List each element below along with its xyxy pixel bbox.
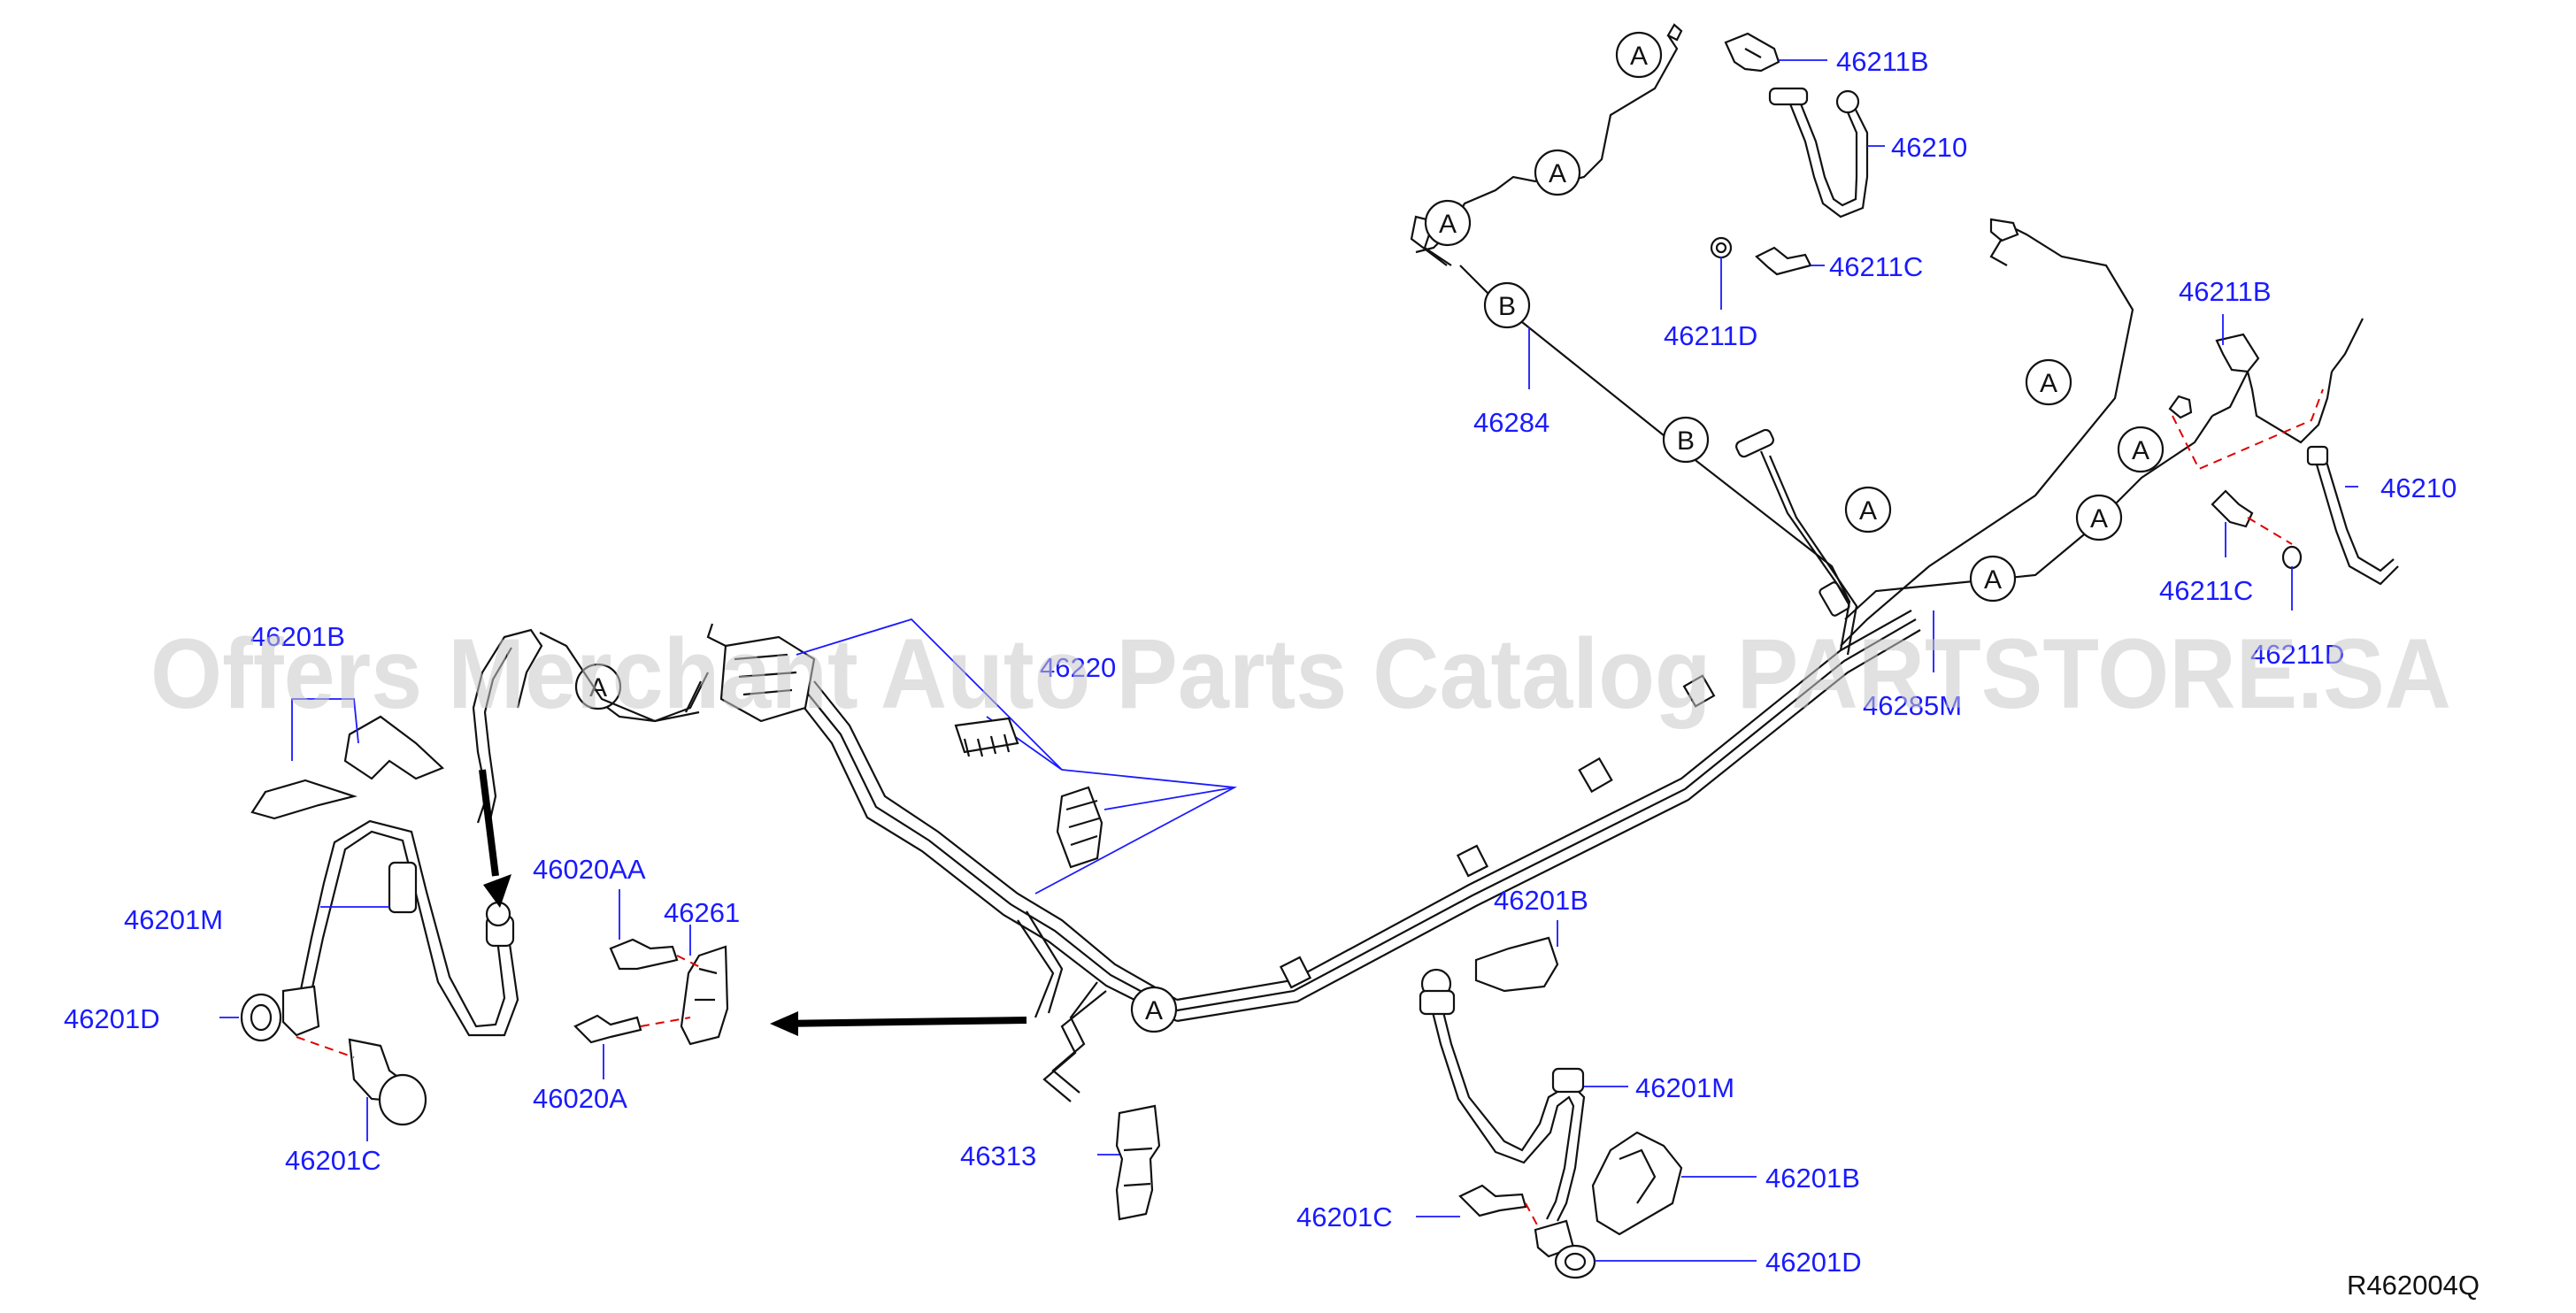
label-46201c-left: 46201C	[285, 1145, 381, 1176]
svg-text:A: A	[1549, 159, 1566, 188]
label-46211c-top: 46211C	[1829, 251, 1923, 282]
label-46211b-top: 46211B	[1836, 46, 1929, 77]
callout-a-2: A	[1534, 149, 1581, 196]
label-46211c-right: 46211C	[2159, 575, 2253, 606]
label-46201m-right: 46201M	[1635, 1072, 1734, 1103]
callout-b-2: B	[1662, 416, 1710, 464]
leader-lines	[219, 59, 2358, 1262]
label-46220: 46220	[1040, 652, 1116, 683]
callout-a-1: A	[1615, 31, 1663, 79]
label-46285m: 46285M	[1863, 690, 1962, 721]
callout-a-4: A	[2025, 358, 2072, 406]
part-labels: 46211B 46210 46211C 46211D 46284 46211B …	[64, 46, 2480, 1301]
callout-a-9: A	[1130, 986, 1178, 1033]
callout-a-8: A	[1969, 555, 2017, 603]
label-46020a: 46020A	[533, 1083, 627, 1114]
label-46201b-left: 46201B	[250, 621, 345, 652]
label-46284: 46284	[1473, 407, 1549, 438]
svg-text:A: A	[1439, 210, 1457, 239]
callout-a-6: A	[2117, 426, 2165, 473]
bracket-group	[573, 938, 729, 1046]
svg-text:A: A	[2090, 504, 2108, 534]
abs-group	[796, 618, 1238, 895]
label-46261: 46261	[664, 897, 740, 928]
svg-text:A: A	[1859, 496, 1877, 526]
main-brake-tubes	[583, 428, 1921, 1102]
right-hose-group	[2172, 333, 2399, 586]
label-46201b-mid: 46201B	[1494, 885, 1588, 916]
watermark: Offers Merchant Auto Parts Catalog PARTS…	[150, 618, 2451, 729]
right-front-group	[1419, 936, 1683, 1279]
left-front-group	[240, 628, 1027, 1126]
callout-b-1: B	[1483, 281, 1531, 329]
label-46201d-right: 46201D	[1765, 1247, 1862, 1278]
svg-text:B: B	[1677, 426, 1695, 456]
svg-text:A: A	[1145, 996, 1163, 1025]
label-46313: 46313	[960, 1140, 1036, 1171]
label-46210-right: 46210	[2380, 472, 2457, 503]
label-46210-top: 46210	[1891, 132, 1967, 163]
label-46211d-top: 46211D	[1664, 320, 1757, 351]
label-46201m-left: 46201M	[124, 904, 223, 935]
label-46201b-low: 46201B	[1765, 1163, 1860, 1194]
top-hose-group	[1710, 32, 1869, 276]
svg-text:A: A	[1630, 42, 1648, 71]
callouts: A A A B B A A A A A A A	[574, 31, 2165, 1033]
svg-text:A: A	[1984, 565, 2002, 595]
callout-a-3: A	[1424, 199, 1472, 247]
label-46211b-right: 46211B	[2179, 276, 2272, 307]
label-46201d-left: 46201D	[64, 1003, 160, 1034]
label-46211d-right: 46211D	[2250, 639, 2344, 670]
svg-text:A: A	[2132, 436, 2149, 465]
label-46201c-right: 46201C	[1296, 1202, 1393, 1232]
diagram-reference: R462004Q	[2347, 1270, 2480, 1301]
brake-line-upper	[1415, 23, 2364, 647]
svg-text:A: A	[2040, 369, 2057, 398]
svg-text:B: B	[1498, 292, 1516, 321]
callout-a-5: A	[1844, 486, 1892, 534]
clamp-group	[1115, 1104, 1161, 1221]
callout-a-7: A	[2075, 494, 2123, 541]
label-46020aa: 46020AA	[533, 854, 646, 885]
svg-text:A: A	[589, 673, 607, 703]
